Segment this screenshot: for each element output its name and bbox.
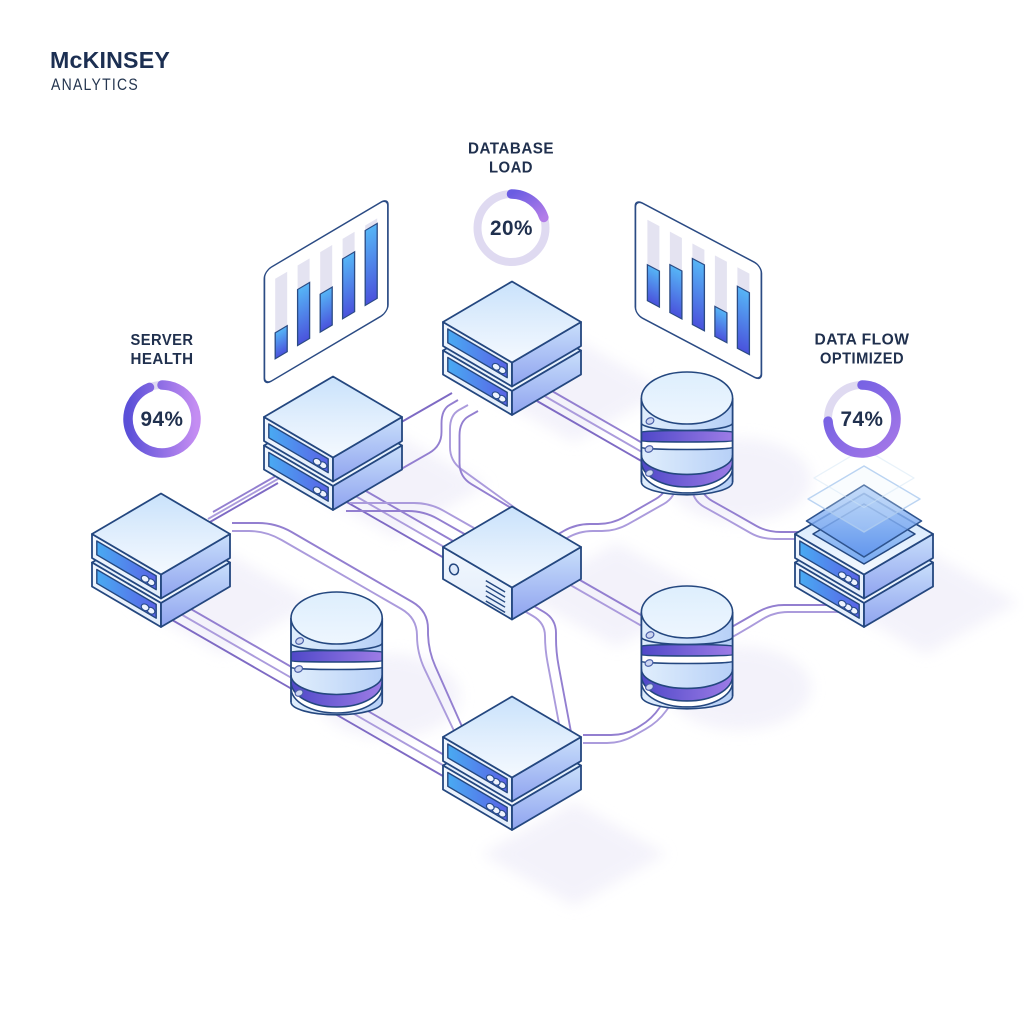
svg-text:OPTIMIZED: OPTIMIZED	[820, 351, 904, 368]
svg-text:McKINSEY: McKINSEY	[50, 47, 170, 73]
svg-text:ANALYTICS: ANALYTICS	[51, 75, 139, 94]
svg-text:94%: 94%	[141, 408, 184, 431]
svg-text:DATA FLOW: DATA FLOW	[815, 332, 910, 349]
svg-text:DATABASE: DATABASE	[468, 141, 554, 158]
svg-text:LOAD: LOAD	[489, 160, 533, 177]
svg-text:HEALTH: HEALTH	[131, 351, 194, 368]
svg-text:SERVER: SERVER	[131, 332, 194, 349]
svg-text:74%: 74%	[841, 408, 884, 431]
svg-text:20%: 20%	[490, 217, 533, 240]
